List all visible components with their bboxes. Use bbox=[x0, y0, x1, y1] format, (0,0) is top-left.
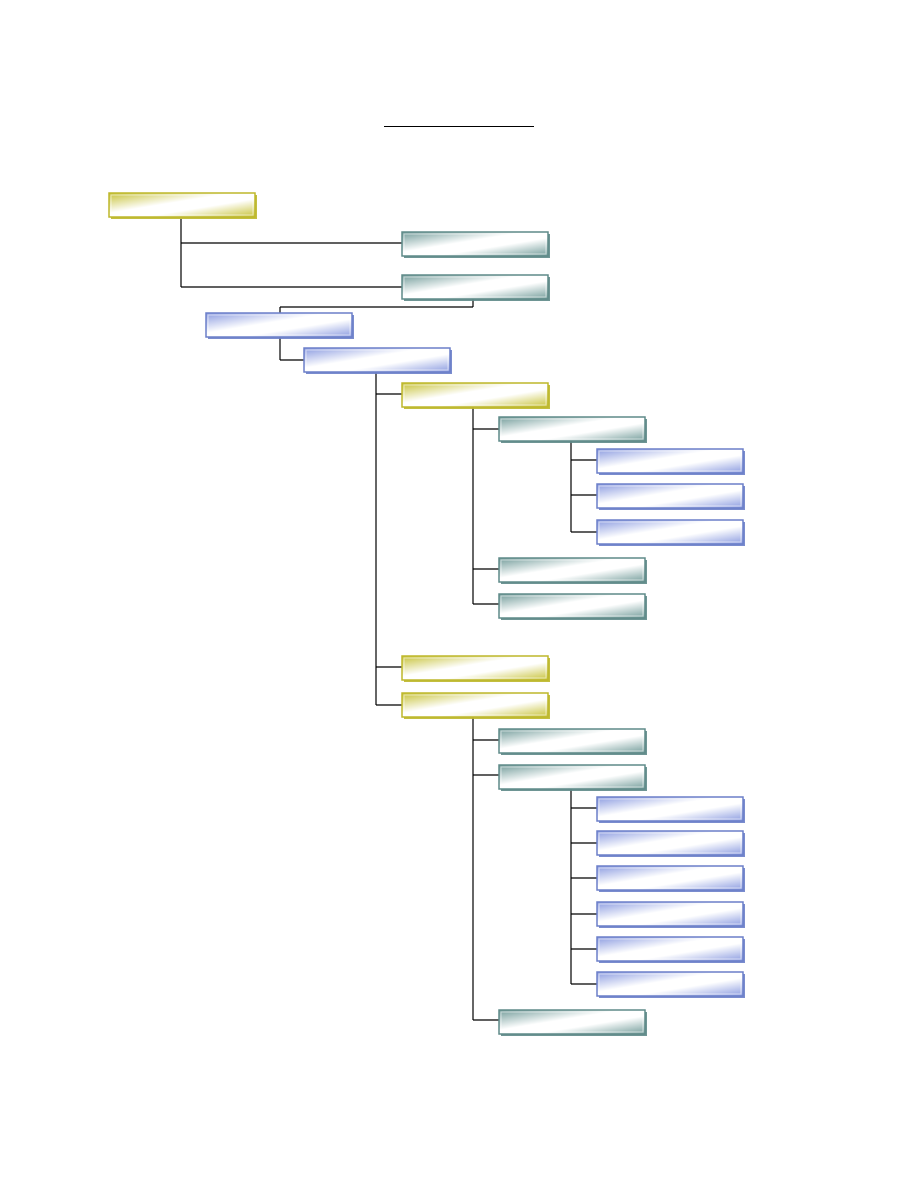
node-box-blue bbox=[596, 483, 745, 510]
node-box-blue bbox=[596, 971, 745, 998]
node-box-body bbox=[596, 971, 744, 997]
node-box-bevel bbox=[598, 867, 742, 889]
connector-lines bbox=[180, 219, 597, 1021]
node-box-bevel bbox=[500, 595, 644, 617]
node-box-body bbox=[401, 231, 549, 257]
node-box-bevel bbox=[403, 694, 547, 716]
node-box-body bbox=[596, 448, 744, 474]
node-box-bevel bbox=[403, 233, 547, 255]
node-box-body bbox=[108, 192, 256, 218]
node-box-blue bbox=[205, 312, 354, 339]
node-box-teal bbox=[498, 557, 647, 584]
node-box-bevel bbox=[598, 798, 742, 820]
node-box-body bbox=[596, 483, 744, 509]
node-box-bevel bbox=[207, 314, 351, 336]
node-box-blue bbox=[596, 796, 745, 823]
node-box-body bbox=[401, 692, 549, 718]
node-box-bevel bbox=[598, 973, 742, 995]
node-box-blue bbox=[596, 901, 745, 928]
node-box-teal bbox=[498, 728, 647, 755]
title-underline bbox=[384, 126, 534, 127]
node-box-body bbox=[205, 312, 353, 338]
node-box-bevel bbox=[500, 418, 644, 440]
node-box-body bbox=[596, 901, 744, 927]
node-box-body bbox=[303, 347, 451, 373]
node-box-body bbox=[498, 593, 646, 619]
node-box-bevel bbox=[598, 521, 742, 543]
node-box-body bbox=[401, 382, 549, 408]
node-box-bevel bbox=[598, 938, 742, 960]
node-box-teal bbox=[401, 274, 550, 301]
node-box-body bbox=[596, 936, 744, 962]
node-box-blue bbox=[596, 448, 745, 475]
node-box-body bbox=[596, 519, 744, 545]
node-box-teal bbox=[498, 1009, 647, 1036]
node-box-body bbox=[596, 830, 744, 856]
node-box-bevel bbox=[110, 194, 254, 216]
node-box-body bbox=[498, 416, 646, 442]
node-box-body bbox=[596, 796, 744, 822]
node-box-bevel bbox=[598, 832, 742, 854]
node-box-body bbox=[498, 1009, 646, 1035]
node-box-blue bbox=[303, 347, 452, 374]
node-box-blue bbox=[596, 830, 745, 857]
node-box-bevel bbox=[403, 384, 547, 406]
node-box-blue bbox=[596, 865, 745, 892]
node-box-bevel bbox=[500, 559, 644, 581]
node-box-yellow bbox=[401, 655, 550, 682]
node-box-body bbox=[596, 865, 744, 891]
node-box-teal bbox=[498, 416, 647, 443]
node-box-bevel bbox=[500, 766, 644, 788]
node-box-bevel bbox=[598, 450, 742, 472]
node-box-teal bbox=[498, 593, 647, 620]
node-boxes bbox=[108, 192, 745, 1036]
node-box-bevel bbox=[305, 349, 449, 371]
node-box-body bbox=[401, 274, 549, 300]
node-box-bevel bbox=[500, 730, 644, 752]
node-box-teal bbox=[498, 764, 647, 791]
node-box-yellow bbox=[401, 382, 550, 409]
node-box-bevel bbox=[403, 657, 547, 679]
node-box-yellow bbox=[108, 192, 257, 219]
node-box-bevel bbox=[403, 276, 547, 298]
node-box-body bbox=[498, 557, 646, 583]
node-box-body bbox=[498, 764, 646, 790]
node-box-blue bbox=[596, 936, 745, 963]
node-box-bevel bbox=[598, 485, 742, 507]
node-box-body bbox=[498, 728, 646, 754]
node-box-yellow bbox=[401, 692, 550, 719]
node-box-bevel bbox=[500, 1011, 644, 1033]
node-box-body bbox=[401, 655, 549, 681]
node-box-teal bbox=[401, 231, 550, 258]
node-box-bevel bbox=[598, 903, 742, 925]
node-box-blue bbox=[596, 519, 745, 546]
